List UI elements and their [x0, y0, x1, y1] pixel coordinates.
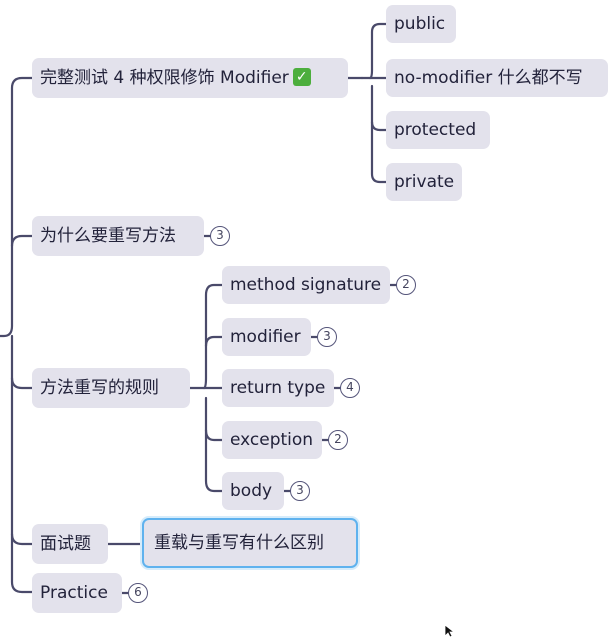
node-body-label: body	[230, 481, 273, 501]
node-overload-vs-override[interactable]: 重载与重写有什么区别	[142, 518, 358, 568]
node-return-type-label: return type	[230, 378, 326, 398]
check-mark-icon: ✓	[292, 67, 311, 86]
collapsed-count-badge-exception[interactable]: 2	[328, 430, 348, 450]
connector-rules-mod	[204, 335, 224, 348]
collapsed-count-badge-body[interactable]: 3	[290, 481, 310, 501]
collapsed-count-badge-modifier[interactable]: 3	[317, 327, 337, 347]
node-public-label: public	[394, 14, 446, 34]
connector-rules-body	[204, 428, 224, 493]
connector-root-practice	[10, 334, 34, 594]
node-public[interactable]: public	[386, 5, 456, 43]
node-protected[interactable]: protected	[386, 111, 490, 149]
node-full-test-label: 完整测试 4 种权限修饰 Modifier	[40, 68, 289, 88]
connector-rules-ex	[204, 396, 224, 442]
node-override-rules[interactable]: 方法重写的规则	[32, 368, 190, 408]
node-private-label: private	[394, 172, 455, 192]
node-why-override-label: 为什么要重写方法	[40, 226, 176, 246]
connector-root-full-test	[0, 76, 34, 338]
connector-ft-public	[360, 22, 388, 80]
node-why-override[interactable]: 为什么要重写方法	[32, 216, 204, 256]
connector-ft-private	[370, 120, 388, 184]
node-protected-label: protected	[394, 120, 477, 140]
node-overload-vs-override-label: 重载与重写有什么区别	[154, 533, 324, 553]
collapsed-count-badge-why[interactable]: 3	[210, 226, 230, 246]
connector-root-why	[10, 234, 34, 248]
node-modifier-label: modifier	[230, 327, 301, 347]
node-override-rules-label: 方法重写的规则	[40, 378, 159, 398]
connector-ft-protected	[370, 84, 388, 132]
node-method-signature-label: method signature	[230, 275, 382, 295]
node-body[interactable]: body	[222, 472, 284, 510]
node-practice[interactable]: Practice	[32, 573, 122, 613]
node-interview[interactable]: 面试题	[32, 524, 108, 564]
node-practice-label: Practice	[40, 583, 108, 603]
connector-rules-ms	[202, 283, 224, 390]
collapsed-count-badge-method-signature[interactable]: 2	[396, 275, 416, 295]
node-full-test[interactable]: 完整测试 4 种权限修饰 Modifier✓	[32, 58, 348, 98]
node-no-modifier[interactable]: no-modifier 什么都不写	[386, 59, 608, 97]
node-interview-label: 面试题	[40, 534, 91, 554]
node-method-signature[interactable]: method signature	[222, 266, 390, 304]
collapsed-count-badge-return-type[interactable]: 4	[340, 378, 360, 398]
node-return-type[interactable]: return type	[222, 369, 334, 407]
collapsed-count-badge-practice[interactable]: 6	[128, 583, 148, 603]
connector-root-interview	[10, 532, 34, 546]
node-modifier[interactable]: modifier	[222, 318, 311, 356]
node-exception[interactable]: exception	[222, 421, 322, 459]
node-private[interactable]: private	[386, 163, 462, 201]
connector-root-rules	[10, 376, 34, 390]
node-exception-label: exception	[230, 430, 314, 450]
node-no-modifier-label: no-modifier 什么都不写	[394, 68, 583, 88]
